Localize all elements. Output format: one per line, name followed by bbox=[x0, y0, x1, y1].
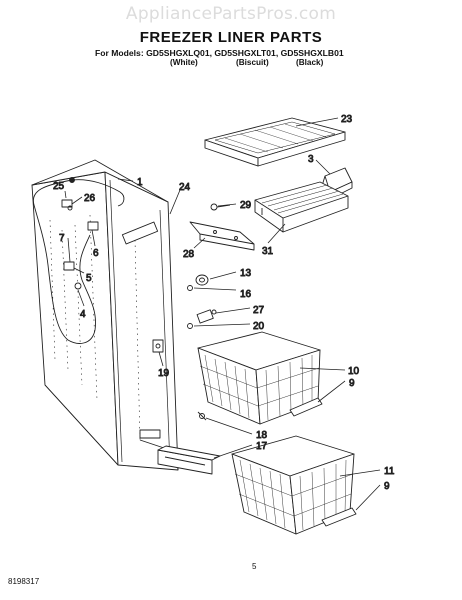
callout-31: 31 bbox=[262, 246, 274, 257]
callout-4: 4 bbox=[80, 309, 86, 320]
page-title: FREEZER LINER PARTS bbox=[139, 29, 323, 46]
callout-6: 6 bbox=[93, 248, 99, 259]
callout-18: 18 bbox=[256, 430, 268, 441]
callout-23: 23 bbox=[341, 114, 353, 125]
callout-24: 24 bbox=[179, 182, 191, 193]
callout-28: 28 bbox=[183, 249, 195, 260]
leader-lines bbox=[64, 117, 381, 511]
callout-29: 29 bbox=[240, 200, 252, 211]
watermark: AppliancePartsPros.com bbox=[125, 4, 337, 24]
document-code: 8198317 bbox=[8, 577, 40, 586]
callout-20: 20 bbox=[253, 321, 265, 332]
part-29-screw bbox=[210, 203, 231, 211]
part-19-damper bbox=[152, 339, 164, 353]
callout-16: 16 bbox=[240, 289, 252, 300]
callout-25: 25 bbox=[53, 181, 65, 192]
part-27-light-switch bbox=[196, 309, 217, 324]
callout-9-upper: 9 bbox=[349, 378, 355, 389]
callout-13: 13 bbox=[240, 268, 252, 279]
models-line: For Models: GD5SHGXLQ01, GD5SHGXLT01, GD… bbox=[95, 48, 344, 58]
part-23-glass-shelf bbox=[204, 117, 346, 167]
callout-5: 5 bbox=[86, 273, 92, 284]
freezer-liner bbox=[31, 159, 179, 471]
callout-19: 19 bbox=[158, 368, 170, 379]
part-20-screw bbox=[187, 323, 193, 329]
callout-9-lower: 9 bbox=[384, 481, 390, 492]
part-17-basket-rail bbox=[157, 445, 221, 475]
callout-11: 11 bbox=[384, 466, 395, 477]
callout-3: 3 bbox=[308, 154, 314, 165]
callout-10: 10 bbox=[348, 366, 360, 377]
callout-17: 17 bbox=[256, 441, 268, 452]
callout-1: 1 bbox=[137, 177, 143, 188]
part-18-screw bbox=[197, 411, 207, 421]
part-9-basket-handle-lower bbox=[321, 507, 357, 527]
callout-26: 26 bbox=[84, 193, 96, 204]
callout-7: 7 bbox=[59, 233, 65, 244]
callout-27: 27 bbox=[253, 305, 265, 316]
part-9-basket-handle-upper bbox=[289, 397, 323, 417]
variant-black: (Black) bbox=[296, 58, 324, 67]
part-16-screw bbox=[187, 285, 193, 291]
page-number: 5 bbox=[252, 562, 257, 571]
part-13-lamp-socket bbox=[195, 274, 209, 286]
variant-biscuit: (Biscuit) bbox=[236, 58, 269, 67]
wire-harness bbox=[32, 177, 125, 344]
part-28-shelf-rail bbox=[189, 221, 255, 251]
part-31-wire-shelf bbox=[254, 181, 349, 233]
variant-white: (White) bbox=[170, 58, 198, 67]
